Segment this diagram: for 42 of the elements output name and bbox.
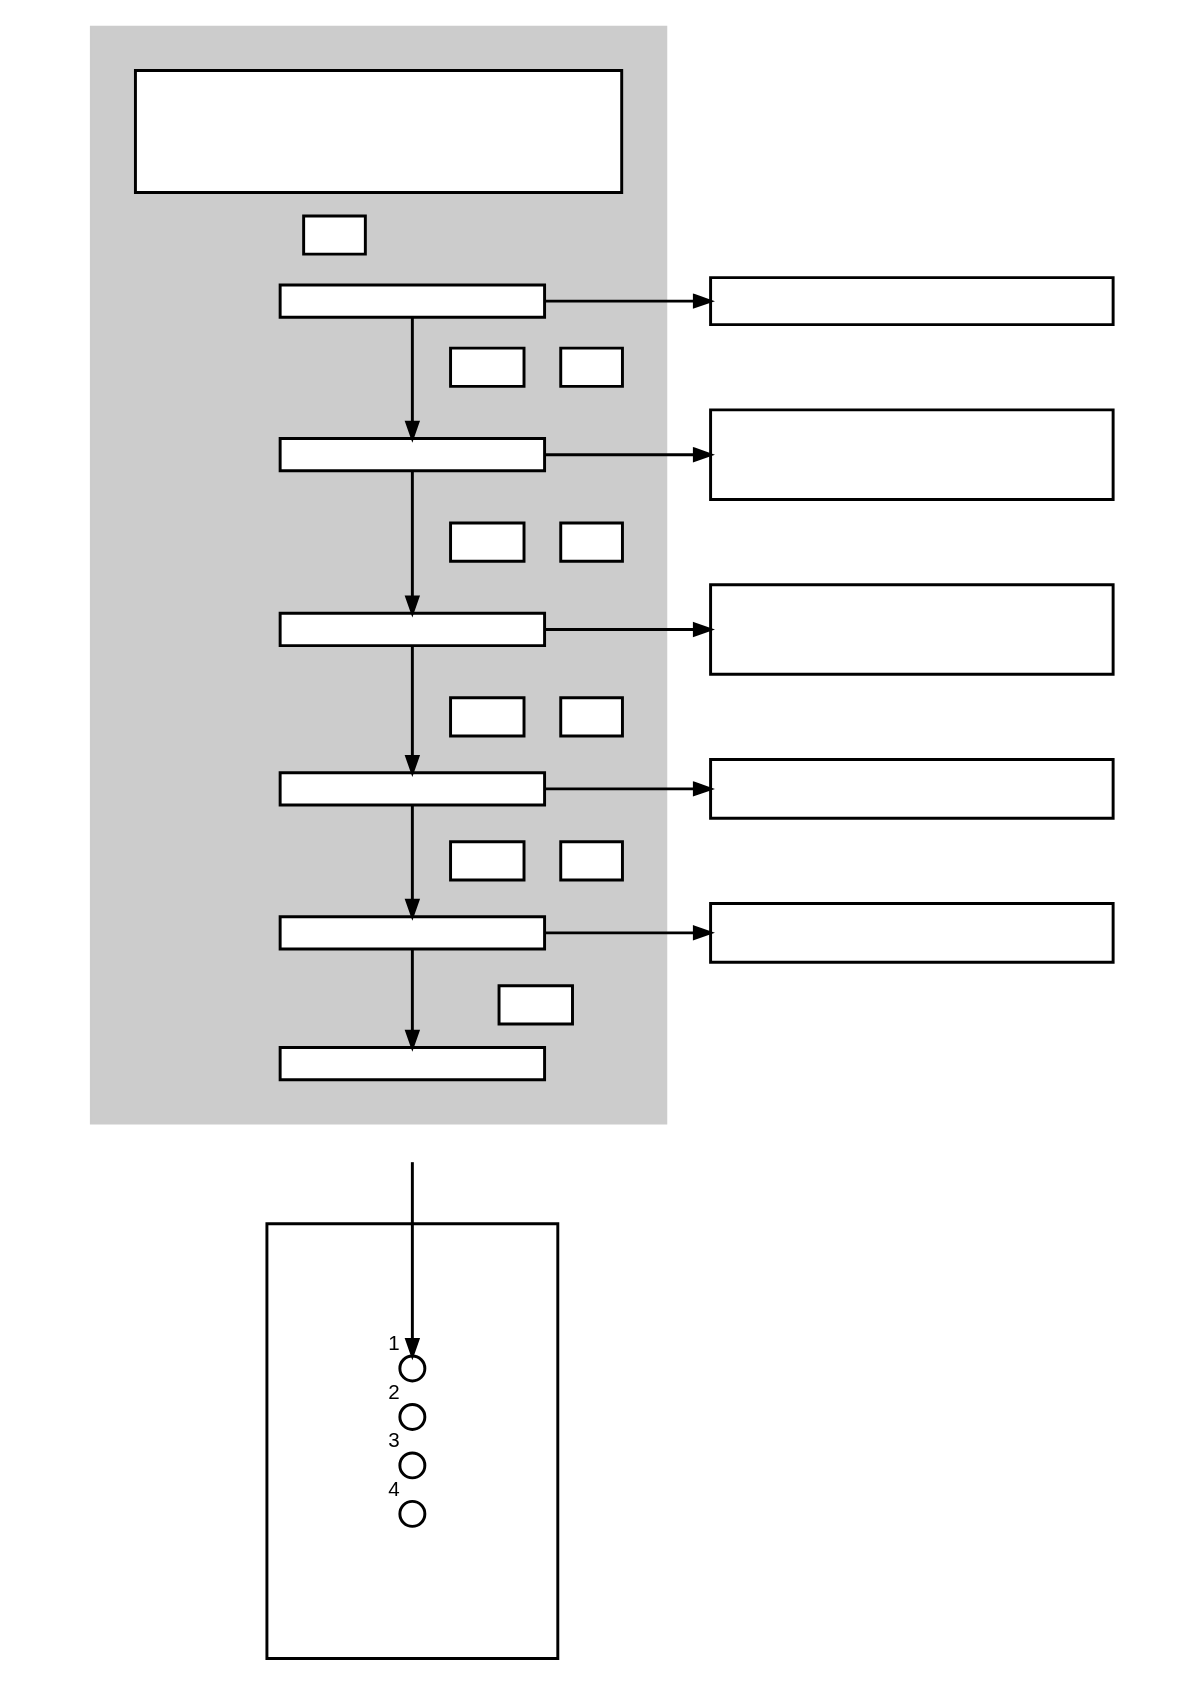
node-box — [708, 583, 1115, 676]
node-box — [558, 346, 624, 388]
node-circle — [397, 1354, 426, 1383]
node-label: 1 — [387, 1331, 400, 1355]
arrow — [404, 805, 420, 921]
node-label: 2 — [387, 1379, 400, 1403]
arrow — [404, 949, 420, 1052]
node-box — [278, 1045, 546, 1082]
node-box — [278, 771, 546, 807]
node-box — [558, 840, 624, 882]
node-box — [708, 902, 1115, 964]
node-box — [558, 696, 624, 738]
node-circle — [397, 1402, 426, 1431]
arrow — [544, 925, 715, 941]
arrow — [544, 446, 715, 463]
node-label: 3 — [387, 1428, 400, 1452]
node-box — [448, 840, 525, 882]
arrow — [404, 645, 420, 778]
node-circle — [397, 1451, 426, 1480]
node-box — [708, 276, 1115, 327]
node-box — [448, 521, 525, 563]
node-box — [278, 437, 546, 473]
node-box — [708, 408, 1115, 501]
node-box — [708, 758, 1115, 820]
node-box — [278, 915, 546, 951]
arrow — [404, 1162, 420, 1361]
node-box — [301, 214, 367, 256]
arrow — [404, 317, 420, 443]
node-box — [497, 984, 574, 1026]
arrow — [544, 293, 715, 309]
cluster — [264, 1222, 559, 1661]
node-box — [558, 521, 624, 563]
node-box — [133, 69, 623, 194]
node-box — [448, 346, 525, 388]
node-circle — [397, 1499, 426, 1528]
arrow — [544, 621, 715, 638]
node-box — [278, 611, 546, 648]
arrow — [404, 471, 420, 618]
node-label: 4 — [387, 1476, 400, 1500]
node-box — [448, 696, 525, 738]
arrow — [544, 781, 715, 797]
node-box — [278, 283, 546, 319]
